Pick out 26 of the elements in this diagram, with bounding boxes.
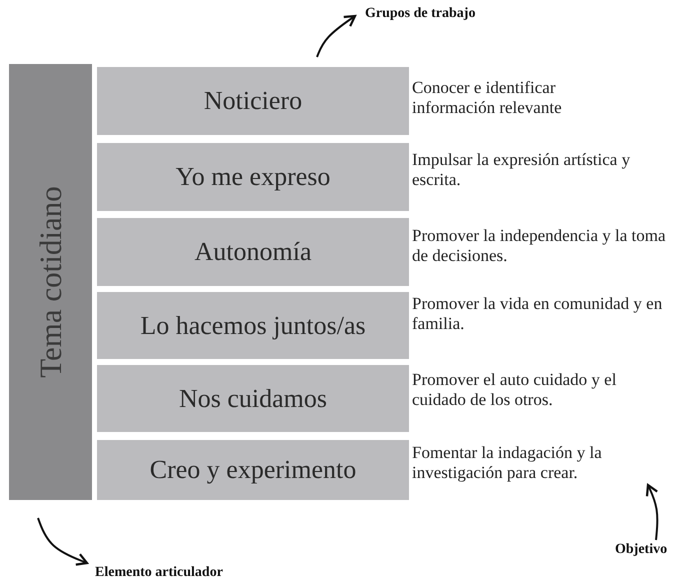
group-box xyxy=(97,143,409,211)
group-box xyxy=(97,440,409,500)
group-name: Autonomía xyxy=(194,237,312,267)
group-box xyxy=(97,218,409,286)
group-name: Lo hacemos juntos/as xyxy=(140,310,366,340)
group-box xyxy=(97,365,409,432)
annotation-label: Elemento articulador xyxy=(95,563,265,583)
objective-text: Promover el auto cuidado y el cuidado de los otros. xyxy=(412,370,618,411)
group-name: Creo y experimento xyxy=(150,455,356,485)
theme-bar xyxy=(9,64,92,500)
annotation-label: Grupos de trabajo xyxy=(365,4,505,24)
objective-text: Promover la independencia y la toma de decisiones. xyxy=(412,226,666,267)
objective-text: Impulsar la expresión artística y escrita. xyxy=(412,150,632,191)
objective-text: Fomentar la indagación y la investigación para crear. xyxy=(412,443,603,484)
theme-label: Tema cotidiano xyxy=(32,186,68,378)
leader-arrow xyxy=(646,484,658,540)
group-name: Nos cuidamos xyxy=(178,384,328,414)
objective-text: Conocer e identificar información relevante xyxy=(412,78,563,119)
group-box xyxy=(97,292,409,359)
leader-arrow xyxy=(316,14,356,58)
annotation-label: Objetivo xyxy=(615,540,690,560)
group-box xyxy=(97,67,409,135)
group-name: Noticiero xyxy=(204,86,302,116)
leader-arrow xyxy=(37,518,88,566)
objective-text: Promover la vida en comunidad y en familia. xyxy=(412,294,664,335)
group-name: Yo me expreso xyxy=(176,162,330,192)
